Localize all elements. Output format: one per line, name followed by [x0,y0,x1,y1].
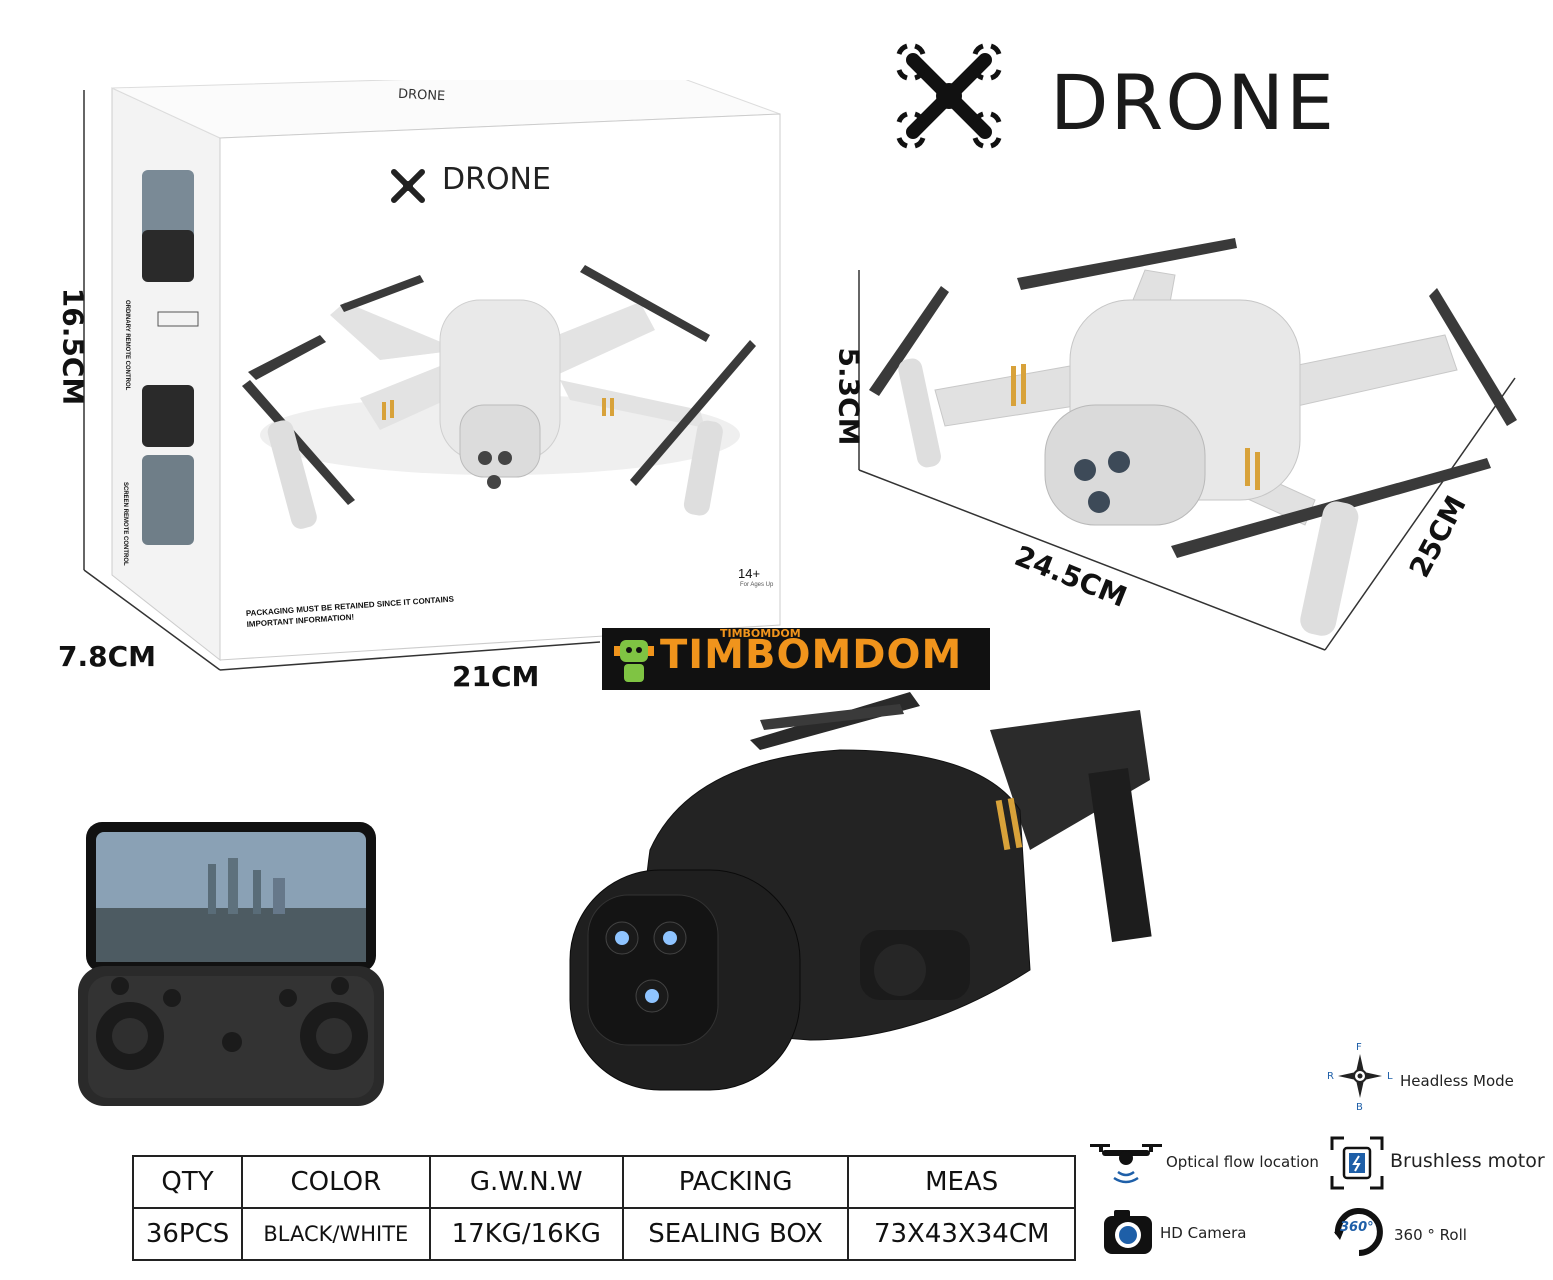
box-top-title: DRONE [397,86,446,105]
spec-value-packing: SEALING BOX [621,1207,850,1261]
watermark-text: TIMBOMDOM [660,632,963,678]
compass-icon [1338,1054,1382,1098]
spec-table: QTY COLOR G.W.N.W PACKING MEAS 36PCS BLA… [131,1155,1076,1261]
feature-headless-mode: F B R L Headless Mode [1326,1042,1526,1114]
box-width-label: 21CM [452,660,540,693]
spec-header-meas: MEAS [847,1155,1076,1209]
phone-remote-image [78,822,384,1106]
box-age-small: For Ages Up [740,582,774,588]
roll-360-badge: 360° [1340,1220,1374,1235]
compass-r: R [1327,1071,1334,1082]
drone-logo-icon [896,43,1002,149]
spec-value-meas: 73X43X34CM [847,1207,1076,1261]
spec-value-color: BLACK/WHITE [241,1207,431,1261]
feature-label-headless: Headless Mode [1400,1072,1514,1090]
robot-mascot-icon [614,640,654,682]
compass-l: L [1387,1071,1393,1082]
box-side-label-screen: SCREEN REMOTE CONTROL [122,482,128,566]
box-front-title: DRONE [442,162,551,197]
box-height-label: 16.5CM [56,287,90,406]
feature-label-optical: Optical flow location [1166,1153,1319,1171]
watermark-small-text: TIMBOMDOM [720,627,801,640]
motor-icon [1330,1136,1384,1190]
box-side-label-ordinary: ORDINARY REMOTE CONTROL [124,300,130,391]
spec-header-color: COLOR [241,1155,431,1209]
box-depth-label: 7.8CM [58,640,157,673]
watermark-banner: TIMBOMDOM TIMBOMDOM [602,627,990,690]
drone-optical-icon [1090,1144,1162,1184]
box-age: 14+ [738,566,761,581]
brand-title: DRONE [1050,58,1337,147]
spec-header-qty: QTY [131,1155,244,1209]
spec-header-packing: PACKING [621,1155,850,1209]
package-box [83,80,781,671]
feature-label-motor: Brushless motor [1390,1150,1545,1172]
spec-header-gwnw: G.W.N.W [428,1155,624,1209]
white-drone-image [858,238,1517,651]
spec-value-qty: 36PCS [131,1207,244,1261]
drone-height-label: 5.3CM [832,347,866,446]
compass-b: B [1356,1102,1363,1113]
spec-value-gwnw: 17KG/16KG [428,1207,624,1261]
compass-f: F [1356,1042,1362,1053]
roll-360-icon: 360° [1332,1206,1386,1256]
black-drone-image [569,692,1152,1091]
feature-label-roll: 360 ° Roll [1394,1226,1467,1244]
camera-icon [1104,1210,1152,1254]
feature-label-camera: HD Camera [1160,1224,1247,1242]
